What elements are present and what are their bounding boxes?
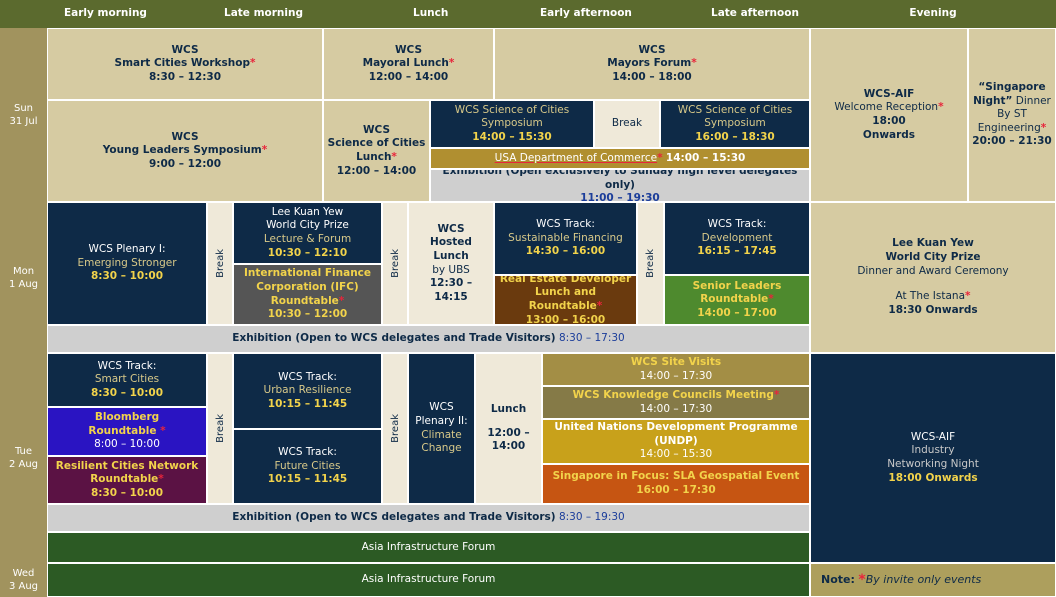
sun-singapore-night[interactable]: “Singapore Night” Dinner By ST Engineeri…	[968, 28, 1056, 202]
tue-sla-geospatial[interactable]: Singapore in Focus: SLA Geospatial Event…	[542, 464, 810, 504]
tue-undp[interactable]: United Nations Development Programme (UN…	[542, 419, 810, 464]
mon-plenary-1[interactable]: WCS Plenary I: Emerging Stronger 8:30 – …	[47, 202, 207, 325]
tue-bloomberg-roundtable[interactable]: Bloomberg Roundtable * 8:00 – 10:00	[47, 407, 207, 456]
header-lunch: Lunch	[413, 7, 449, 19]
sun-exhibition[interactable]: Exhibition (Open exclusively to Sunday h…	[430, 169, 810, 202]
tue-site-visits[interactable]: WCS Site Visits 14:00 – 17:30	[542, 353, 810, 386]
mon-real-estate-roundtable[interactable]: Real Estate Developer Lunch and Roundtab…	[494, 275, 637, 325]
mon-ifc-roundtable[interactable]: International Finance Corporation (IFC) …	[233, 264, 382, 325]
header-late-afternoon: Late afternoon	[711, 7, 799, 19]
mon-lky-dinner[interactable]: Lee Kuan Yew World City Prize Dinner and…	[810, 202, 1056, 353]
sun-science-symposium-1[interactable]: WCS Science of Cities Symposium 14:00 – …	[430, 100, 594, 148]
wed-asia-infrastructure-forum[interactable]: Asia Infrastructure Forum	[47, 563, 810, 597]
tue-break-2: Break	[382, 353, 408, 504]
header-early-morning: Early morning	[64, 7, 147, 19]
header-late-morning: Late morning	[224, 7, 303, 19]
sun-smart-cities-workshop[interactable]: WCS Smart Cities Workshop* 8:30 – 12:30	[47, 28, 323, 100]
legend-note: Note: *By invite only events	[810, 563, 1056, 597]
tue-plenary-2[interactable]: WCS Plenary II: Climate Change	[408, 353, 475, 504]
sun-aif-welcome-reception[interactable]: WCS-AIF Welcome Reception* 18:00 Onwards	[810, 28, 968, 202]
tue-break-1: Break	[207, 353, 233, 504]
header-bar: Early morning Late morning Lunch Early a…	[47, 0, 810, 28]
mon-break-3: Break	[637, 202, 664, 325]
mon-senior-leaders-roundtable[interactable]: Senior Leaders Roundtable* 14:00 – 17:00	[664, 275, 810, 325]
tue-aif-networking-night[interactable]: WCS-AIF Industry Networking Night 18:00 …	[810, 353, 1056, 563]
tue-smart-cities[interactable]: WCS Track: Smart Cities 8:30 – 10:00	[47, 353, 207, 407]
sun-science-lunch[interactable]: WCS Science of Cities Lunch* 12:00 – 14:…	[323, 100, 430, 202]
mon-hosted-lunch[interactable]: WCS Hosted Lunch by UBS 12:30 – 14:15	[408, 202, 494, 325]
sun-young-leaders[interactable]: WCS Young Leaders Symposium* 9:00 – 12:0…	[47, 100, 323, 202]
sun-mayoral-lunch[interactable]: WCS Mayoral Lunch* 12:00 – 14:00	[323, 28, 494, 100]
sun-science-symposium-2[interactable]: WCS Science of Cities Symposium 16:00 – …	[660, 100, 810, 148]
tue-asia-infrastructure-forum[interactable]: Asia Infrastructure Forum	[47, 532, 810, 563]
sun-usa-department-of-commerce[interactable]: USA Department of Commerce* 14:00 – 15:3…	[430, 148, 810, 169]
sun-mayors-forum[interactable]: WCS Mayors Forum* 14:00 – 18:00	[494, 28, 810, 100]
sun-break: Break	[594, 100, 660, 148]
mon-lky-lecture[interactable]: Lee Kuan Yew World City Prize Lecture & …	[233, 202, 382, 264]
tue-resilient-cities-roundtable[interactable]: Resilient Cities Network Roundtable* 8:3…	[47, 456, 207, 504]
mon-break-1: Break	[207, 202, 233, 325]
mon-development[interactable]: WCS Track: Development 16:15 – 17:45	[664, 202, 810, 275]
header-corner	[0, 0, 47, 28]
tue-knowledge-councils[interactable]: WCS Knowledge Councils Meeting* 14:00 – …	[542, 386, 810, 419]
tue-lunch[interactable]: Lunch 12:00 – 14:00	[475, 353, 542, 504]
header-evening: Evening	[810, 0, 1056, 28]
tue-exhibition[interactable]: Exhibition (Open to WCS delegates and Tr…	[47, 504, 810, 532]
tue-future-cities[interactable]: WCS Track: Future Cities 10:15 – 11:45	[233, 429, 382, 504]
mon-break-2: Break	[382, 202, 408, 325]
mon-sustainable-financing[interactable]: WCS Track: Sustainable Financing 14:30 –…	[494, 202, 637, 275]
header-early-afternoon: Early afternoon	[540, 7, 632, 19]
tue-urban-resilience[interactable]: WCS Track: Urban Resilience 10:15 – 11:4…	[233, 353, 382, 429]
mon-exhibition[interactable]: Exhibition (Open to WCS delegates and Tr…	[47, 325, 810, 353]
